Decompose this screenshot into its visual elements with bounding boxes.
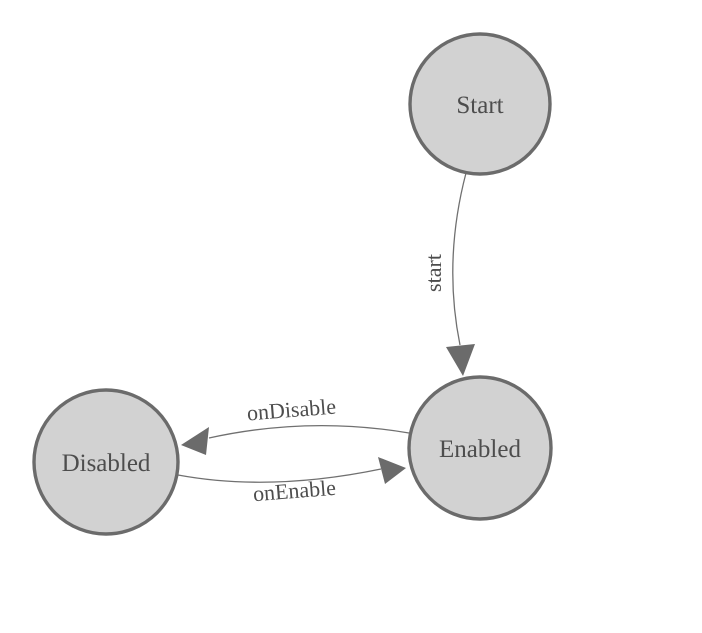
state-node-enabled[interactable]: Enabled <box>407 375 553 521</box>
node-circle[interactable] <box>32 388 180 536</box>
node-circle[interactable] <box>407 375 553 521</box>
edge-arrowhead <box>378 457 406 484</box>
edge-label-ondisable: onDisable <box>246 394 337 426</box>
edge-label-onenable: onEnable <box>252 475 337 506</box>
edge-line <box>177 468 382 483</box>
edge-start-to-enabled: start <box>421 172 475 376</box>
edge-arrowhead <box>181 427 209 455</box>
state-node-disabled[interactable]: Disabled <box>32 388 180 536</box>
node-label-disabled: Disabled <box>62 450 151 477</box>
edge-disabled-to-enabled: onEnable <box>177 457 406 506</box>
node-label-enabled: Enabled <box>439 436 521 463</box>
edge-line <box>208 424 410 439</box>
state-node-start[interactable]: Start <box>408 32 552 176</box>
edge-enabled-to-disabled: onDisable <box>181 394 410 455</box>
edge-arrowhead <box>446 344 475 376</box>
edge-label-start: start <box>421 254 446 292</box>
edge-line <box>452 172 467 346</box>
node-label-start: Start <box>456 92 503 119</box>
node-circle[interactable] <box>408 32 552 176</box>
